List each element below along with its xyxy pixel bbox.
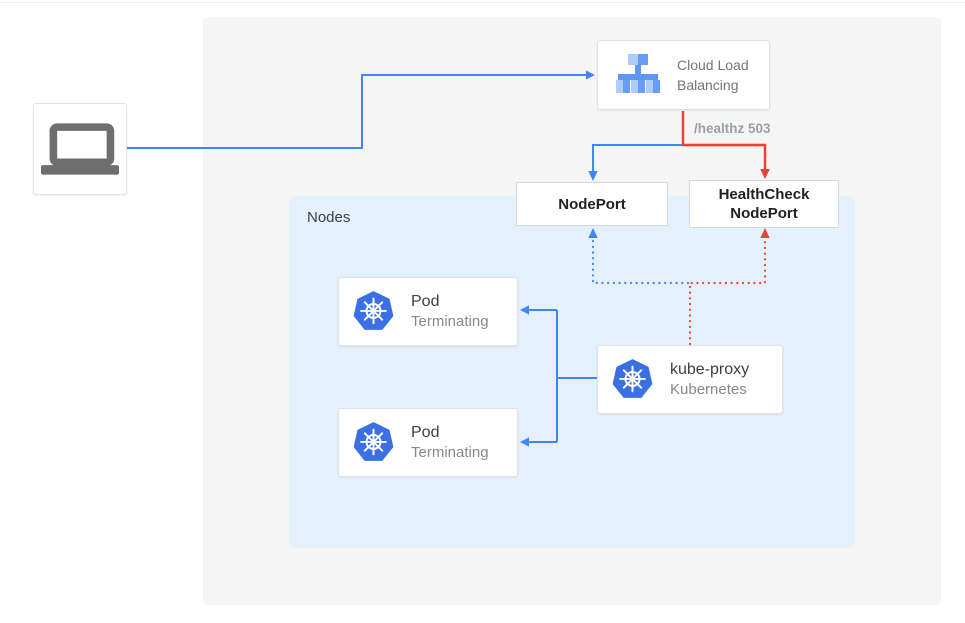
kubernetes-icon — [611, 358, 654, 401]
kubernetes-icon — [352, 290, 395, 333]
kube-proxy-subtitle: Kubernetes — [670, 381, 747, 398]
pod-title: Pod — [411, 424, 440, 441]
cloud-load-balancing-label: Cloud Load Balancing — [677, 57, 749, 93]
healthz-edge-label: /healthz 503 — [694, 121, 771, 136]
kube-proxy-title: kube-proxy — [670, 361, 750, 378]
pod-status: Terminating — [411, 313, 489, 330]
pod-status: Terminating — [411, 444, 489, 461]
healthcheck-nodeport-node: HealthCheck NodePort — [689, 180, 839, 228]
nodeport-label: NodePort — [558, 195, 626, 213]
top-divider — [0, 2, 965, 3]
client-node — [33, 103, 127, 195]
cloud-load-balancing-node: Cloud Load Balancing — [597, 40, 770, 110]
laptop-icon — [41, 123, 119, 175]
kube-proxy-node: kube-proxy Kubernetes — [597, 345, 783, 414]
cloud-load-balancing-icon — [613, 54, 663, 96]
nodeport-node: NodePort — [516, 182, 668, 226]
pod-node-1: Pod Terminating — [338, 277, 518, 346]
healthcheck-nodeport-label: HealthCheck NodePort — [718, 186, 810, 222]
nodes-group-label: Nodes — [307, 209, 351, 226]
pod-node-2: Pod Terminating — [338, 408, 518, 477]
pod-title: Pod — [411, 293, 440, 310]
kubernetes-icon — [352, 421, 395, 464]
